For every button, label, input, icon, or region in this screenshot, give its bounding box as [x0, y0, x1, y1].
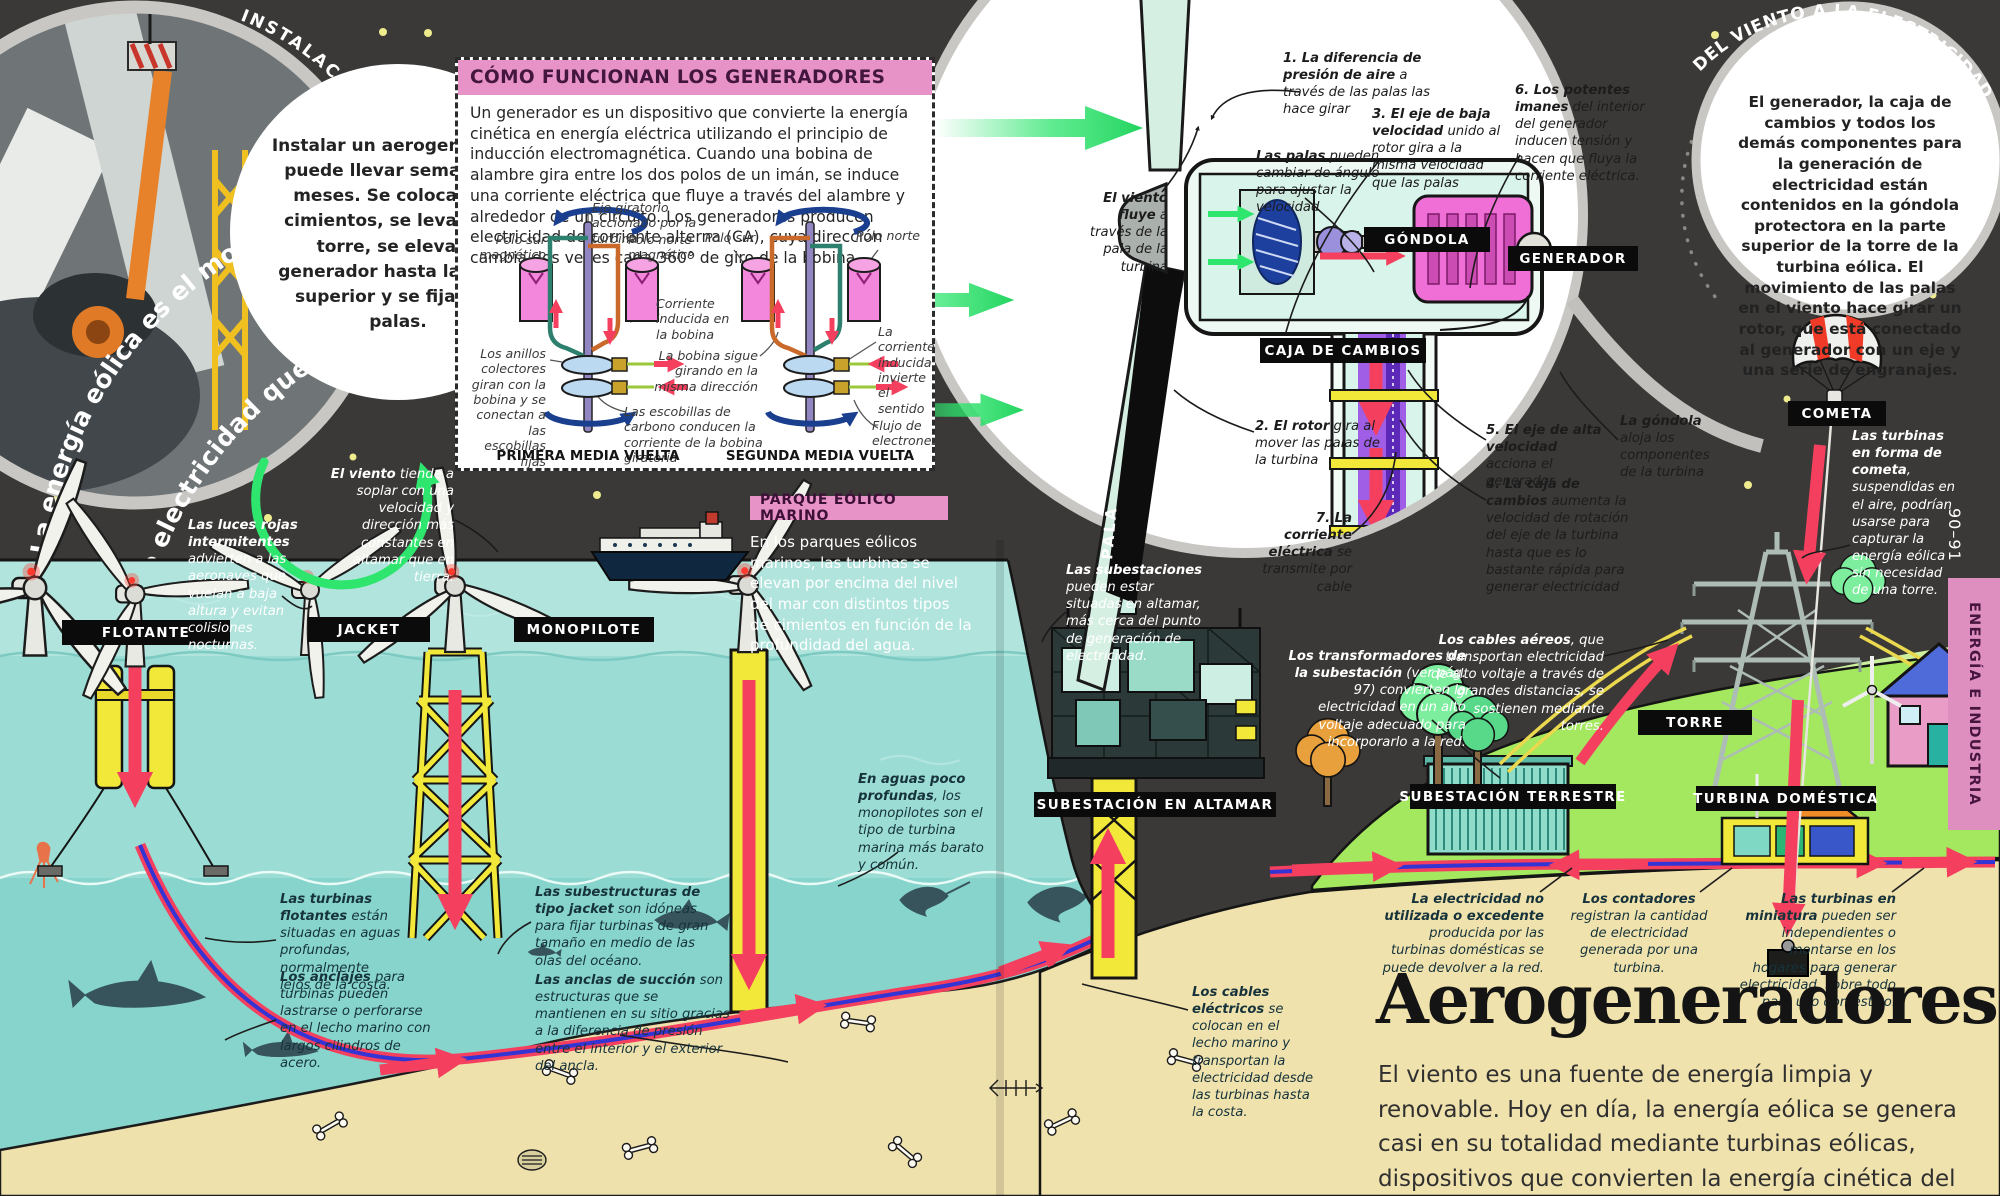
label-polo-norte: Polo norte [855, 228, 921, 243]
label-flujo: Flujo de electrones [872, 418, 939, 449]
chip-subestacion-altamar: SUBESTACIÓN EN ALTAMAR [1034, 792, 1276, 817]
note-excedente: La electricidad no utilizada o excedente… [1382, 892, 1544, 976]
note-anclajes: Los anclajes para turbinas pueden lastra… [280, 970, 431, 1071]
generator-box-title: CÓMO FUNCIONAN LOS GENERADORES [458, 60, 932, 95]
chip-pala: PALA [1098, 505, 1121, 561]
note-palas: Las palas pueden cambiar de ángulo para … [1256, 149, 1380, 216]
note-7-corriente: 7. La corriente eléctrica se transmite p… [1262, 511, 1352, 595]
note-gondola: La góndola aloja los componentes de la t… [1620, 414, 1710, 481]
page-title: Aerogeneradores [1376, 960, 1999, 1040]
note-cables-electricos: Los cables eléctricos se colocan en el l… [1192, 985, 1314, 1121]
note-6-imanes: 6. Los potentes imanes del interior del … [1515, 83, 1645, 184]
label-polo-sur: Polo sur [704, 230, 756, 245]
electricity-pylon [1680, 532, 1874, 801]
page-number: 90–91 [1945, 508, 1964, 562]
page-intro: El viento es una fuente de energía limpi… [1378, 1062, 1957, 1192]
page-gutter [996, 540, 1004, 1196]
terrestrial-substation [1423, 755, 1573, 856]
chip-torre: TORRE [1638, 710, 1752, 735]
note-monopilotes: En aguas poco profundas, los monopilotes… [858, 772, 984, 873]
note-5-eje-alta: 5. El eje de alta velocidad acciona el g… [1486, 423, 1602, 490]
label-anillos: Los anillos colectores giran con la bobi… [471, 346, 546, 469]
chip-flotante: FLOTANTE [62, 620, 230, 645]
beach-bones [989, 1047, 1205, 1138]
note-miniatura: Las turbinas en miniatura pueden ser ind… [1739, 892, 1896, 1010]
chip-jacket: JACKET [308, 617, 430, 642]
label-bobina: La bobina sigue girando en la misma dire… [654, 348, 758, 394]
section-tab: ENERGÍA E INDUSTRIA [1948, 578, 2000, 830]
caption-segunda: SEGUNDA MEDIA VUELTA [725, 448, 915, 464]
note-anclas-succion: Las anclas de succión son estructuras qu… [535, 973, 730, 1074]
caption-primera: PRIMERA MEDIA VUELTA [496, 448, 680, 464]
note-jacket: Las subestructuras de tipo jacket son id… [535, 885, 709, 969]
generator-box-body: Un generador es un dispositivo que convi… [470, 104, 909, 268]
connector-lines [204, 89, 1925, 1063]
note-4-caja-cambios: 4. La caja de cambios aumenta la velocid… [1486, 477, 1629, 595]
magnets-right-diagram [741, 257, 881, 322]
chip-monopilote: MONOPILOTE [514, 617, 654, 642]
chip-cometa: COMETA [1788, 401, 1886, 426]
note-cometa: Las turbinas en forma de cometa, suspend… [1852, 429, 1955, 599]
blade-black-section [1106, 264, 1184, 604]
chip-turbina-domestica: TURBINA DOMÉSTICA [1693, 786, 1877, 811]
note-transformadores: Los transformadores de la subestación (v… [1288, 649, 1466, 750]
grey-swoosh [1566, 295, 1764, 453]
wind-circulation-arrow [251, 457, 440, 590]
label-corriente: Corriente inducida en la bobina [656, 296, 730, 342]
wind-circle-body: El generador, la caja de cambios y todos… [1738, 93, 1962, 380]
note-viento-altamar: El viento tiende a soplar con una veloci… [330, 467, 454, 585]
note-luces-rojas: Las luces rojas intermitentes advierten … [188, 518, 298, 654]
note-viento-fluye: El viento fluye a través de la pala de l… [1089, 191, 1168, 275]
chip-generador: GENERADOR [1508, 246, 1638, 271]
chip-gondola: GÓNDOLA [1364, 227, 1490, 252]
note-2-rotor: 2. El rotor gira al mover las palas de l… [1255, 419, 1380, 469]
note-contadores: Los contadores registran la cantidad de … [1570, 892, 1708, 976]
note-turbinas-flotantes: Las turbinas flotantes están situadas en… [280, 892, 401, 993]
generator-box: CÓMO FUNCIONAN LOS GENERADORES Un genera… [455, 57, 939, 471]
label-polo-sur-mag: Polo sur magnético [479, 232, 546, 263]
blade-up [1139, 0, 1191, 172]
note-1-presion: 1. La diferencia de presión de aire a tr… [1283, 51, 1431, 118]
bones [310, 1011, 924, 1171]
arrow-to-pylon [1575, 642, 1679, 766]
chip-subestacion-terrestre: SUBESTACIÓN TERRESTRE [1399, 784, 1625, 809]
cruise-ship [590, 511, 751, 581]
note-subestaciones: Las subestaciones pueden estar situadas … [1066, 563, 1202, 664]
label-escobillas: Las escobillas de carbono conducen la co… [624, 404, 763, 466]
note-cables-aereos: Los cables aéreos, que transportan elect… [1430, 633, 1604, 734]
kite-turbine [1767, 313, 1883, 977]
label-invierte: La corriente inducida invierte el sentid… [878, 324, 935, 416]
chip-caja-de-cambios: CAJA DE CAMBIOS [1260, 338, 1426, 363]
label-eje: Eje giratorio accionado por la turbina [592, 200, 697, 246]
spinner-hub [1117, 181, 1168, 275]
label-polo-norte-mag: Polo norte magnético [628, 232, 695, 263]
wind-circle: DEL VIENTO A LA ELECTRICIDAD [1680, 1, 2000, 319]
note-3-eje-baja: 3. El eje de baja velocidad unido al rot… [1372, 107, 1501, 191]
marine-park-body: En los parques eólicos marinos, las turb… [750, 533, 972, 655]
marine-park-title: PARQUE EÓLICO MARINO [750, 492, 948, 524]
generator-diagrams [519, 206, 909, 433]
